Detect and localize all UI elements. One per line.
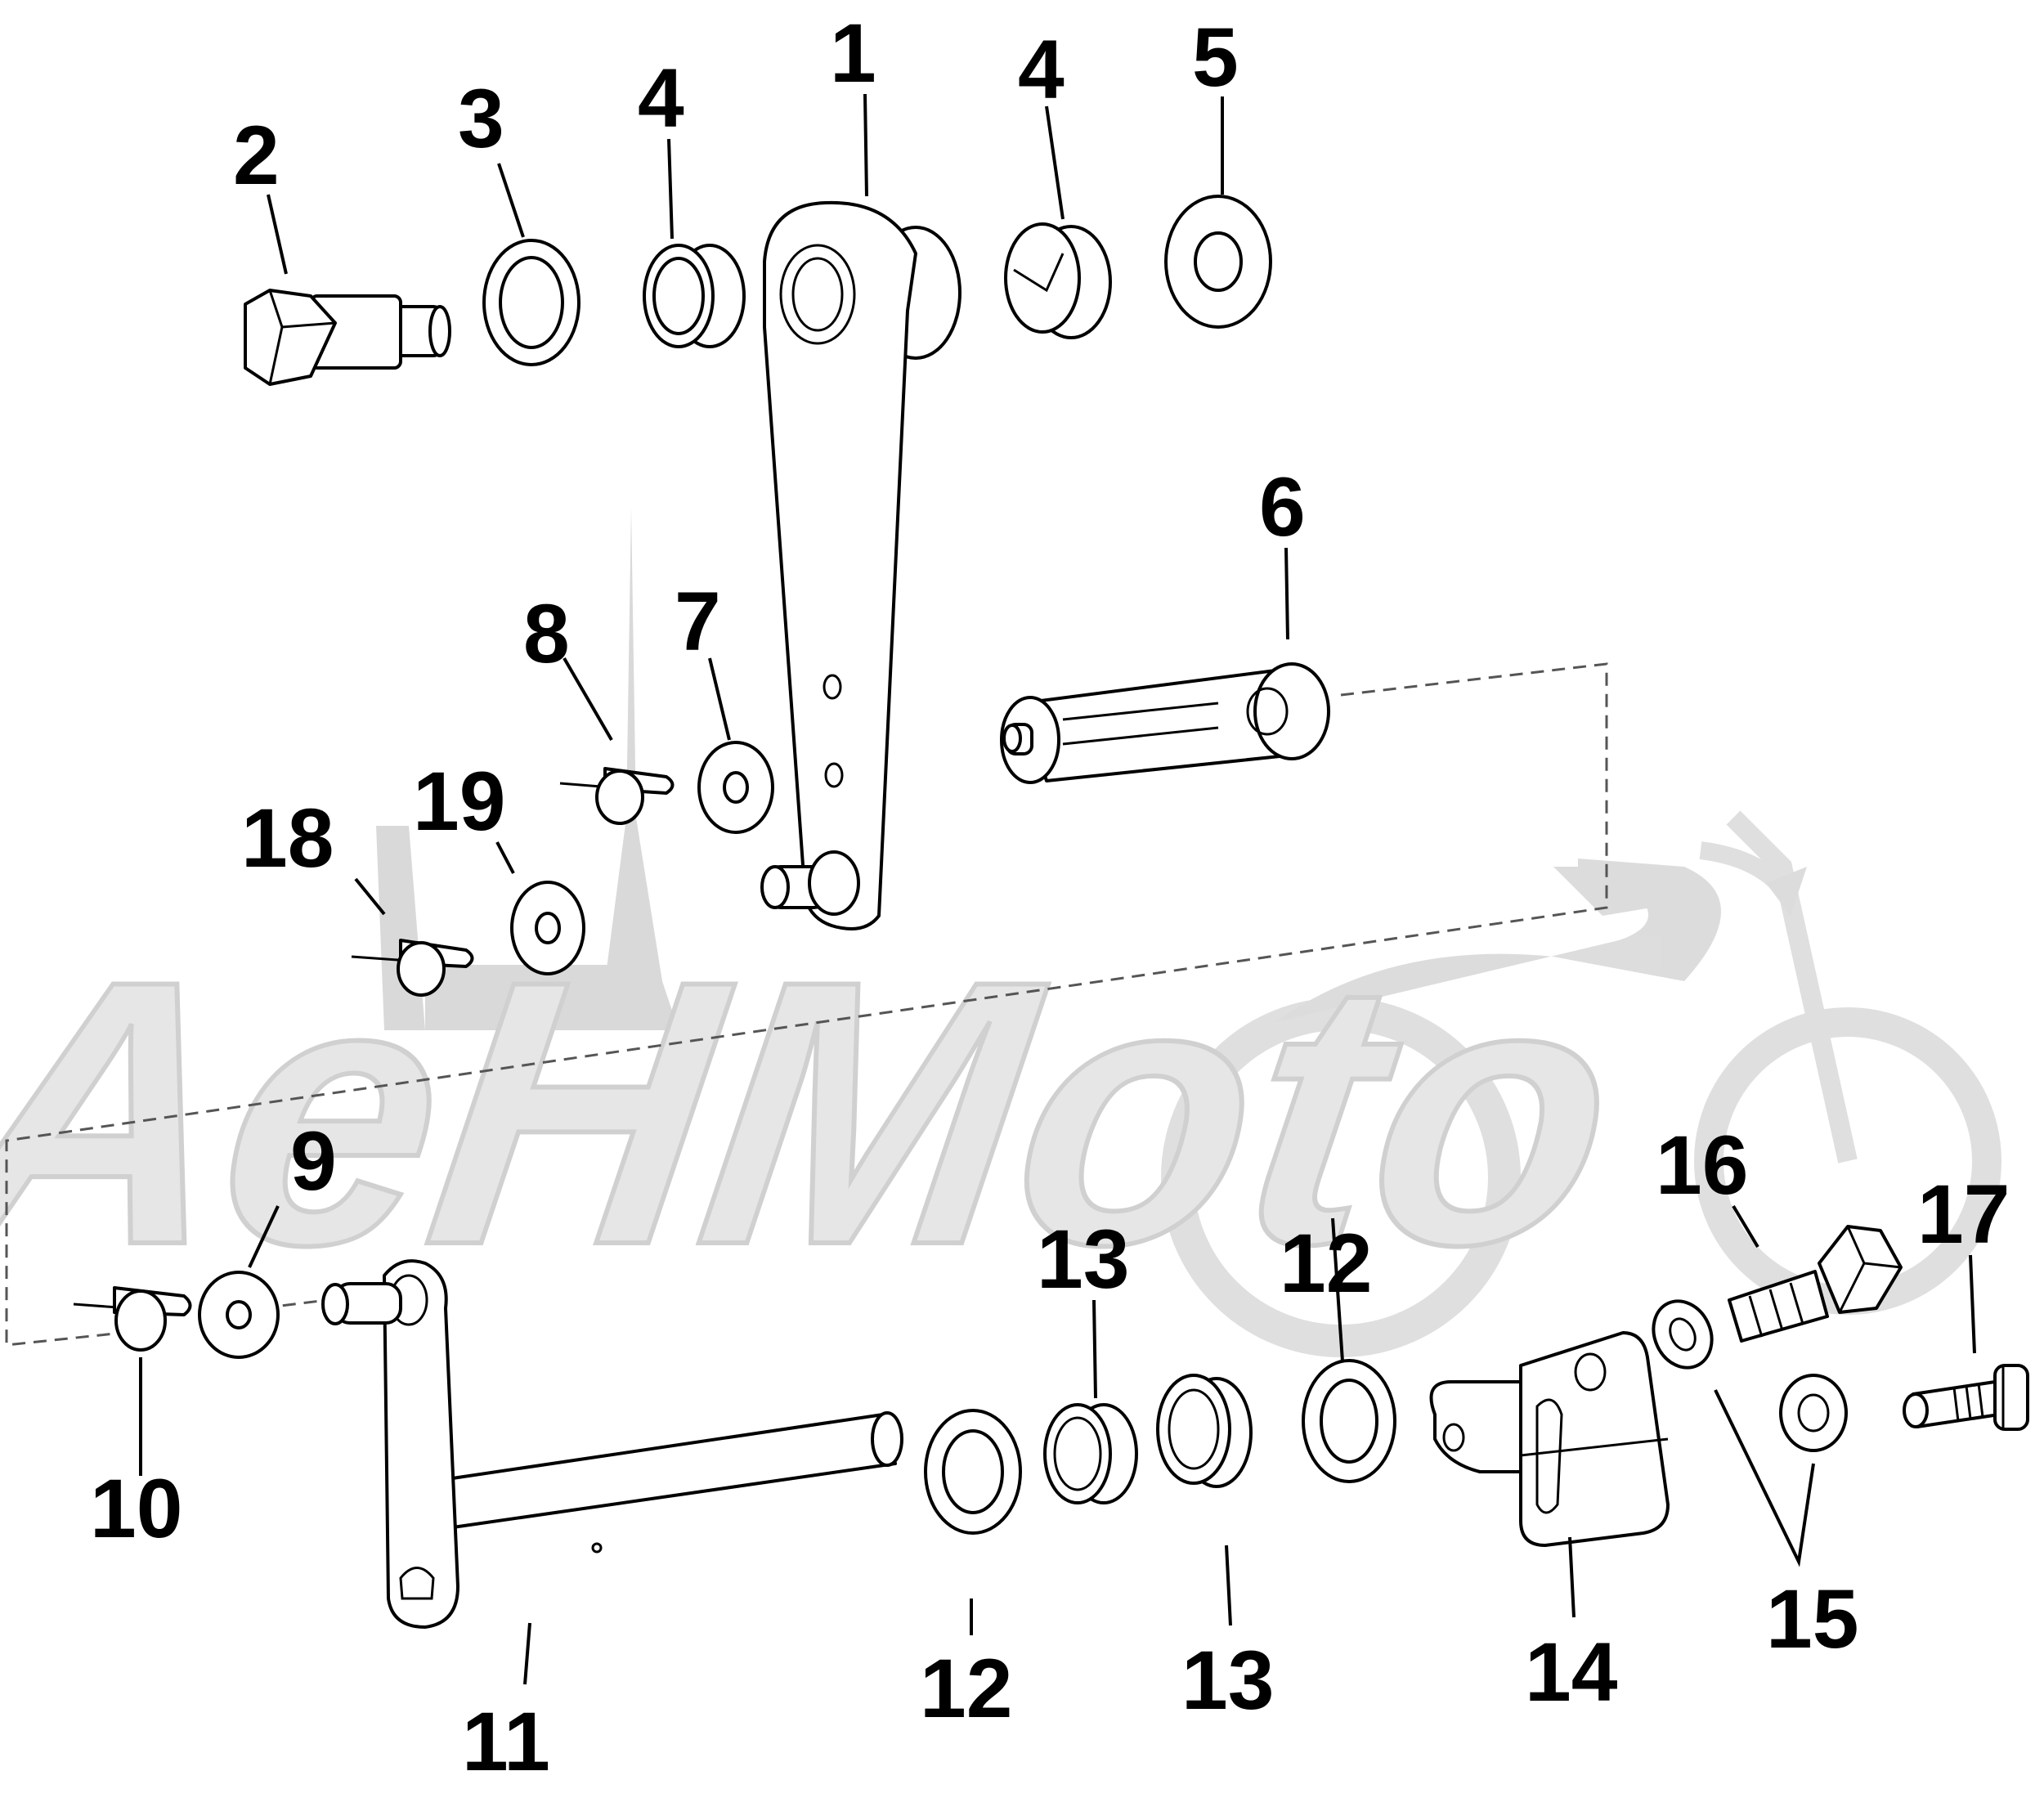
part-13b-bushing (1156, 1374, 1253, 1488)
callout-18: 18 (241, 791, 334, 885)
part-8-clip (559, 767, 675, 825)
part-15-lockwasher-b (1779, 1374, 1848, 1452)
part-9-washer (198, 1271, 280, 1359)
callout-6: 6 (1259, 460, 1306, 554)
part-1-upper-lever (760, 200, 961, 930)
callout-12b: 12 (1280, 1217, 1372, 1310)
callout-13a: 13 (1037, 1213, 1129, 1306)
part-16-bolt (1728, 1225, 1903, 1343)
callout-15: 15 (1766, 1572, 1858, 1666)
part-14-bracket (1429, 1331, 1670, 1547)
callout-4b: 4 (1018, 23, 1065, 116)
callout-13b: 13 (1181, 1634, 1274, 1727)
callout-16: 16 (1656, 1119, 1748, 1212)
callout-12a: 12 (920, 1642, 1012, 1735)
callout-7: 7 (675, 575, 721, 668)
callout-4a: 4 (638, 52, 684, 145)
callout-labels: 1 2 3 4 4 5 6 7 8 9 10 11 12 12 13 13 14… (90, 7, 2010, 1788)
callout-14: 14 (1525, 1625, 1618, 1719)
part-10-clip (73, 1286, 192, 1352)
callout-10: 10 (90, 1462, 182, 1555)
part-15-lockwasher-a (1652, 1299, 1714, 1370)
watermark-tower-icon (376, 507, 679, 1030)
part-4b-bushing (1004, 222, 1112, 339)
part-7-washer (697, 741, 774, 834)
callout-3: 3 (458, 72, 504, 165)
callout-9: 9 (290, 1114, 337, 1208)
callout-5: 5 (1192, 11, 1239, 104)
part-2-bolt (244, 289, 451, 386)
callout-8: 8 (523, 587, 570, 680)
callout-17: 17 (1917, 1168, 2010, 1261)
part-3-washer (482, 239, 580, 366)
part-4a-bushing (643, 244, 746, 348)
part-12b-washer (1302, 1359, 1396, 1483)
part-12a-washer (924, 1409, 1022, 1535)
part-19-washer (510, 881, 585, 975)
callout-19: 19 (413, 755, 505, 848)
part-17-stud (1903, 1364, 2029, 1431)
callout-2: 2 (233, 109, 280, 202)
watermark-text: AeHMoto (0, 903, 1638, 1322)
watermark: AeHMoto (0, 507, 2001, 1357)
part-11-lower-lever (321, 1259, 903, 1629)
part-6-footpeg (1000, 662, 1330, 784)
part-5-washer (1164, 195, 1272, 329)
leader-lines (139, 93, 1976, 1685)
callout-11: 11 (462, 1695, 550, 1788)
part-13a-bushing (1043, 1403, 1138, 1504)
part-18-clip (351, 939, 474, 997)
callout-1: 1 (830, 7, 876, 100)
